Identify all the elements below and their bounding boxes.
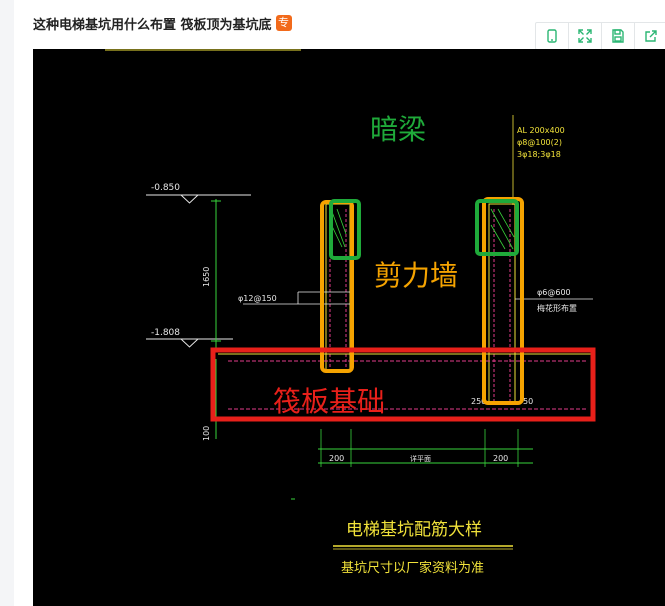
level-top-label: -0.850 xyxy=(151,183,180,193)
bottom-dimensions: 200 详平面 200 xyxy=(291,429,533,500)
beam-spec-line1: AL 200x400 xyxy=(517,126,565,135)
right-wall-cad: AL 200x400 φ8@100(2) 3φ18;3φ18 φ6@600 梅花… xyxy=(488,115,593,405)
share-icon xyxy=(645,30,657,42)
rebar-right-label1: φ6@600 xyxy=(537,288,571,297)
annotation-raft-outline xyxy=(210,347,596,422)
dim-100-label: 100 xyxy=(202,426,211,441)
annotation-left-beam-box xyxy=(329,199,361,260)
beam-spec-line3: 3φ18;3φ18 xyxy=(517,150,561,159)
caption-note: 基坑尺寸以厂家资料为准 xyxy=(341,560,484,576)
level-bottom-label: -1.808 xyxy=(151,328,180,338)
cad-drawing-image[interactable]: -0.850 -1.808 1650 100 φ12@15 xyxy=(33,49,665,606)
save-button[interactable] xyxy=(602,23,635,49)
vertical-dimension: 1650 100 xyxy=(202,199,221,441)
dim-1650-label: 1650 xyxy=(202,267,211,287)
post-title: 这种电梯基坑用什么布置 筏板顶为基坑底 xyxy=(33,17,272,33)
left-wall-cad: φ12@150 xyxy=(238,203,351,372)
dim-200-right-label: 200 xyxy=(493,454,508,463)
image-toolbar xyxy=(535,22,665,50)
expert-badge: 专 xyxy=(275,15,292,31)
fullscreen-icon xyxy=(578,29,592,43)
beam-spec-line2: φ8@100(2) xyxy=(517,138,562,147)
share-button[interactable] xyxy=(635,23,665,49)
phone-icon xyxy=(547,29,557,43)
save-icon xyxy=(612,29,624,43)
caption-block: 电梯基坑配筋大样 基坑尺寸以厂家资料为准 xyxy=(333,520,513,576)
post-title-row: 这种电梯基坑用什么布置 筏板顶为基坑底 专 xyxy=(33,12,292,34)
phone-view-button[interactable] xyxy=(536,23,569,49)
level-marker-bottom: -1.808 xyxy=(146,328,233,348)
fullscreen-button[interactable] xyxy=(569,23,602,49)
label-raft-foundation: 筏板基础 xyxy=(273,385,385,418)
caption-title: 电梯基坑配筋大样 xyxy=(346,520,482,540)
cad-drawing: -0.850 -1.808 1650 100 φ12@15 xyxy=(105,49,596,576)
annotation-right-beam-box xyxy=(475,199,519,256)
rebar-right-label2: 梅花形布置 xyxy=(537,303,577,313)
label-dark-beam: 暗梁 xyxy=(370,113,426,146)
level-marker-top: -0.850 xyxy=(146,183,251,204)
dim-mid-label: 详平面 xyxy=(410,454,431,463)
rebar-left-label: φ12@150 xyxy=(238,294,277,303)
dim-200-left-label: 200 xyxy=(329,454,344,463)
dim-250-label: 250 xyxy=(471,397,486,406)
left-sidebar-strip xyxy=(0,0,14,606)
dim-50-label: 50 xyxy=(523,397,533,406)
label-shear-wall: 剪力墙 xyxy=(374,259,458,292)
